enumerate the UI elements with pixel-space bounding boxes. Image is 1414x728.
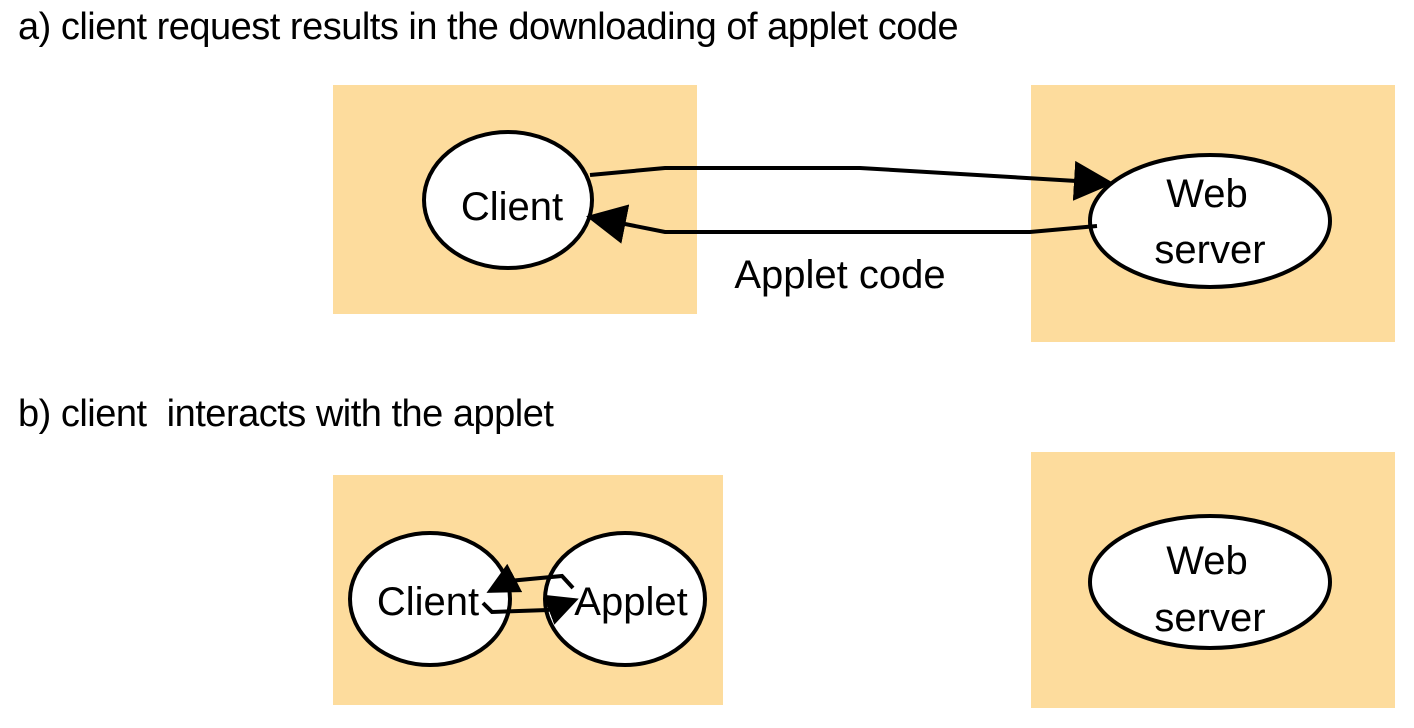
applet-code-label: Applet code xyxy=(734,253,945,297)
client-node-b xyxy=(348,531,512,667)
applet-to-client-arrow xyxy=(486,563,575,593)
client-label-b: Client xyxy=(377,580,479,624)
client-to-applet-arrow xyxy=(481,594,579,625)
caption-part-a: a) client request results in the downloa… xyxy=(18,6,959,48)
web-server-label-a-line2: server xyxy=(1154,228,1265,272)
client-label-a: Client xyxy=(461,185,563,229)
web-server-label-b-line1: Web xyxy=(1166,539,1248,583)
web-server-node-a xyxy=(1088,153,1332,289)
web-server-label-a-line1: Web xyxy=(1166,172,1248,216)
web-server-node-b xyxy=(1088,514,1332,650)
caption-part-b: b) client interacts with the applet xyxy=(18,393,554,435)
web-server-label-b-line2: server xyxy=(1154,596,1265,640)
client-node-a xyxy=(422,130,594,270)
applet-label-b: Applet xyxy=(574,580,687,624)
applet-code-arrow xyxy=(586,204,1098,244)
request-arrow xyxy=(589,160,1114,201)
